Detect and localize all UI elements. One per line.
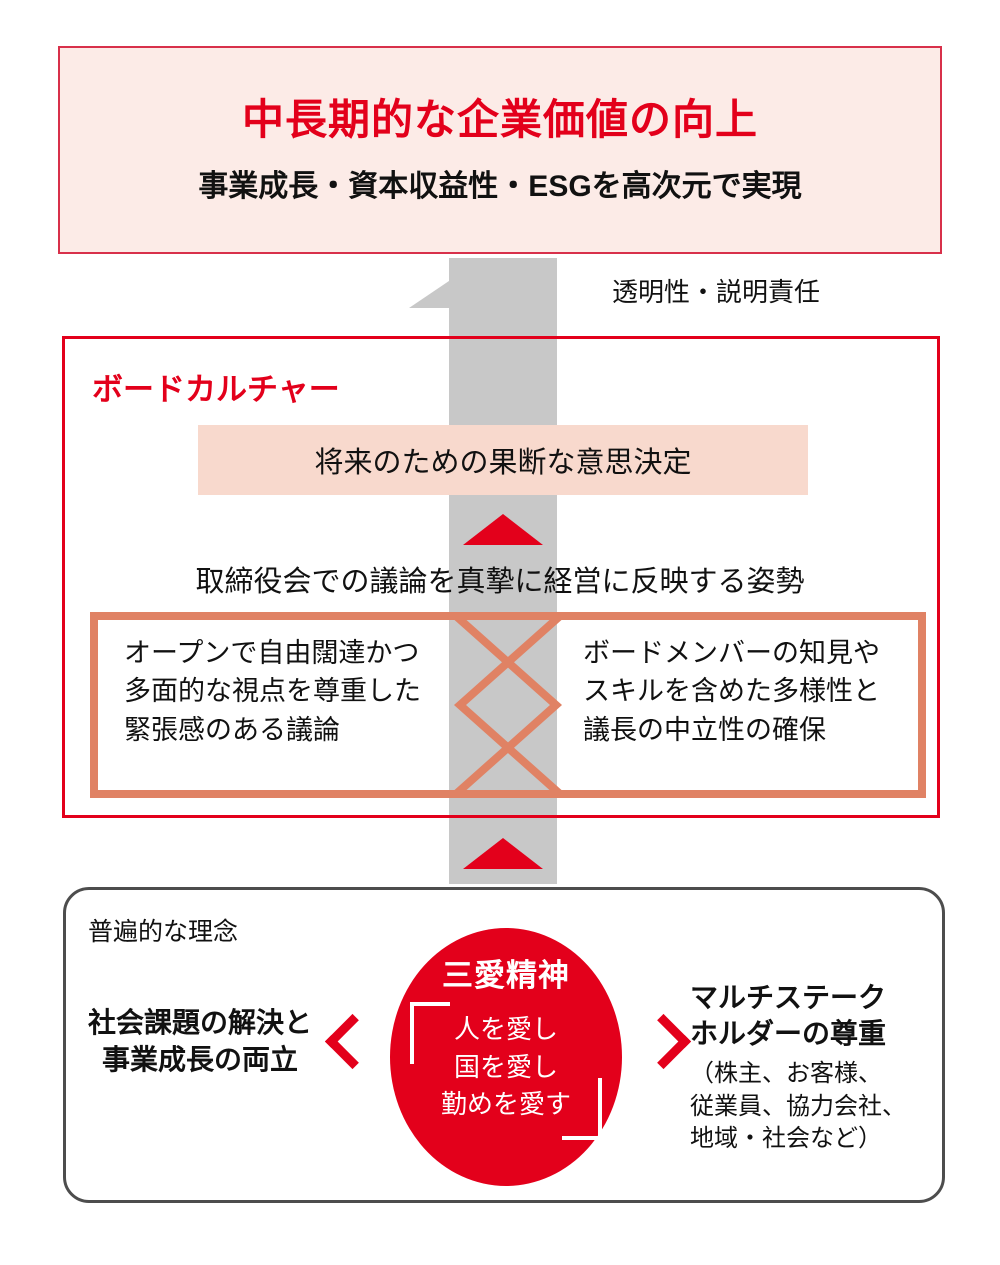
board-culture-heading: ボードカルチャー [92,372,340,407]
decisive-decision-making-bar: 将来のための果断な意思決定 [198,425,808,495]
goal-title: 中長期的な企業価値の向上 [241,96,758,144]
pillar-right-line-1: ボードメンバーの知見や [583,638,880,668]
goal-subtitle: 事業成長・資本収益性・ESGを高次元で実現 [198,169,802,203]
multi-stakeholder-detail-line-1: （株主、お客様、 [690,1060,882,1087]
multi-stakeholder-detail-line-2: 従業員、協力会社、 [690,1092,906,1120]
sanai-spirit-ellipse [390,928,622,1186]
decisive-decision-making-text: 将来のための果断な意思決定 [314,447,692,479]
sanai-quote-line-3: 勤めを愛す [440,1089,571,1120]
red-triangle-up-icon-upper [463,514,543,545]
pillar-left-line-2: 多面的な視点を尊重した [124,676,421,707]
corporate-value-goal-box: 中長期的な企業価値の向上 事業成長・資本収益性・ESGを高次元で実現 [58,46,942,254]
social-issues-growth-line-2: 事業成長の両立 [101,1043,298,1075]
social-issues-growth-text: 社会課題の解決と 事業成長の両立 [76,1005,324,1079]
red-triangle-up-icon-lower [463,838,543,869]
pillar-left-line-3: 緊張感のある議論 [124,714,340,745]
pillar-right-line-2: スキルを含めた多様性と [583,676,880,707]
multi-stakeholder-title: マルチステーク ホルダーの尊重 [690,980,946,1053]
multi-stakeholder-title-line-1: マルチステーク [690,982,887,1013]
pillar-right-line-3: 議長の中立性の確保 [583,714,826,745]
sanai-quote-line-1: 人を愛し [453,1014,558,1044]
sanai-quote-line-2: 国を愛し [453,1051,558,1082]
pillar-left-line-1: オープンで自由闊達かつ [124,638,420,668]
board-culture-box [62,336,940,818]
sanai-spirit-title: 三愛精神 [442,958,570,993]
pillar-right-text: ボードメンバーの知見や スキルを含めた多様性と 議長の中立性の確保 [583,634,923,749]
universal-philosophy-label: 普遍的な理念 [88,918,239,946]
transparency-accountability-label: 透明性・説明責任 [612,277,821,307]
sanai-spirit-quote: 人を愛し 国を愛し 勤めを愛す [390,1011,622,1124]
multi-stakeholder-detail: （株主、お客様、 従業員、協力会社、 地域・社会など） [690,1058,946,1156]
social-issues-growth-line-1: 社会課題の解決と [87,1007,312,1038]
multi-stakeholder-title-line-2: ホルダーの尊重 [690,1018,887,1050]
pillar-left-text: オープンで自由闊達かつ 多面的な視点を尊重した 緊張感のある議論 [124,634,454,749]
board-attitude-text: 取締役会での議論を真摯に経営に反映する姿勢 [195,566,805,598]
quote-bracket-close-icon [562,1078,602,1140]
crossing-pillars-outline-icon [90,612,926,798]
quote-bracket-open-icon [410,1002,450,1064]
multi-stakeholder-detail-line-3: 地域・社会など） [690,1125,882,1153]
